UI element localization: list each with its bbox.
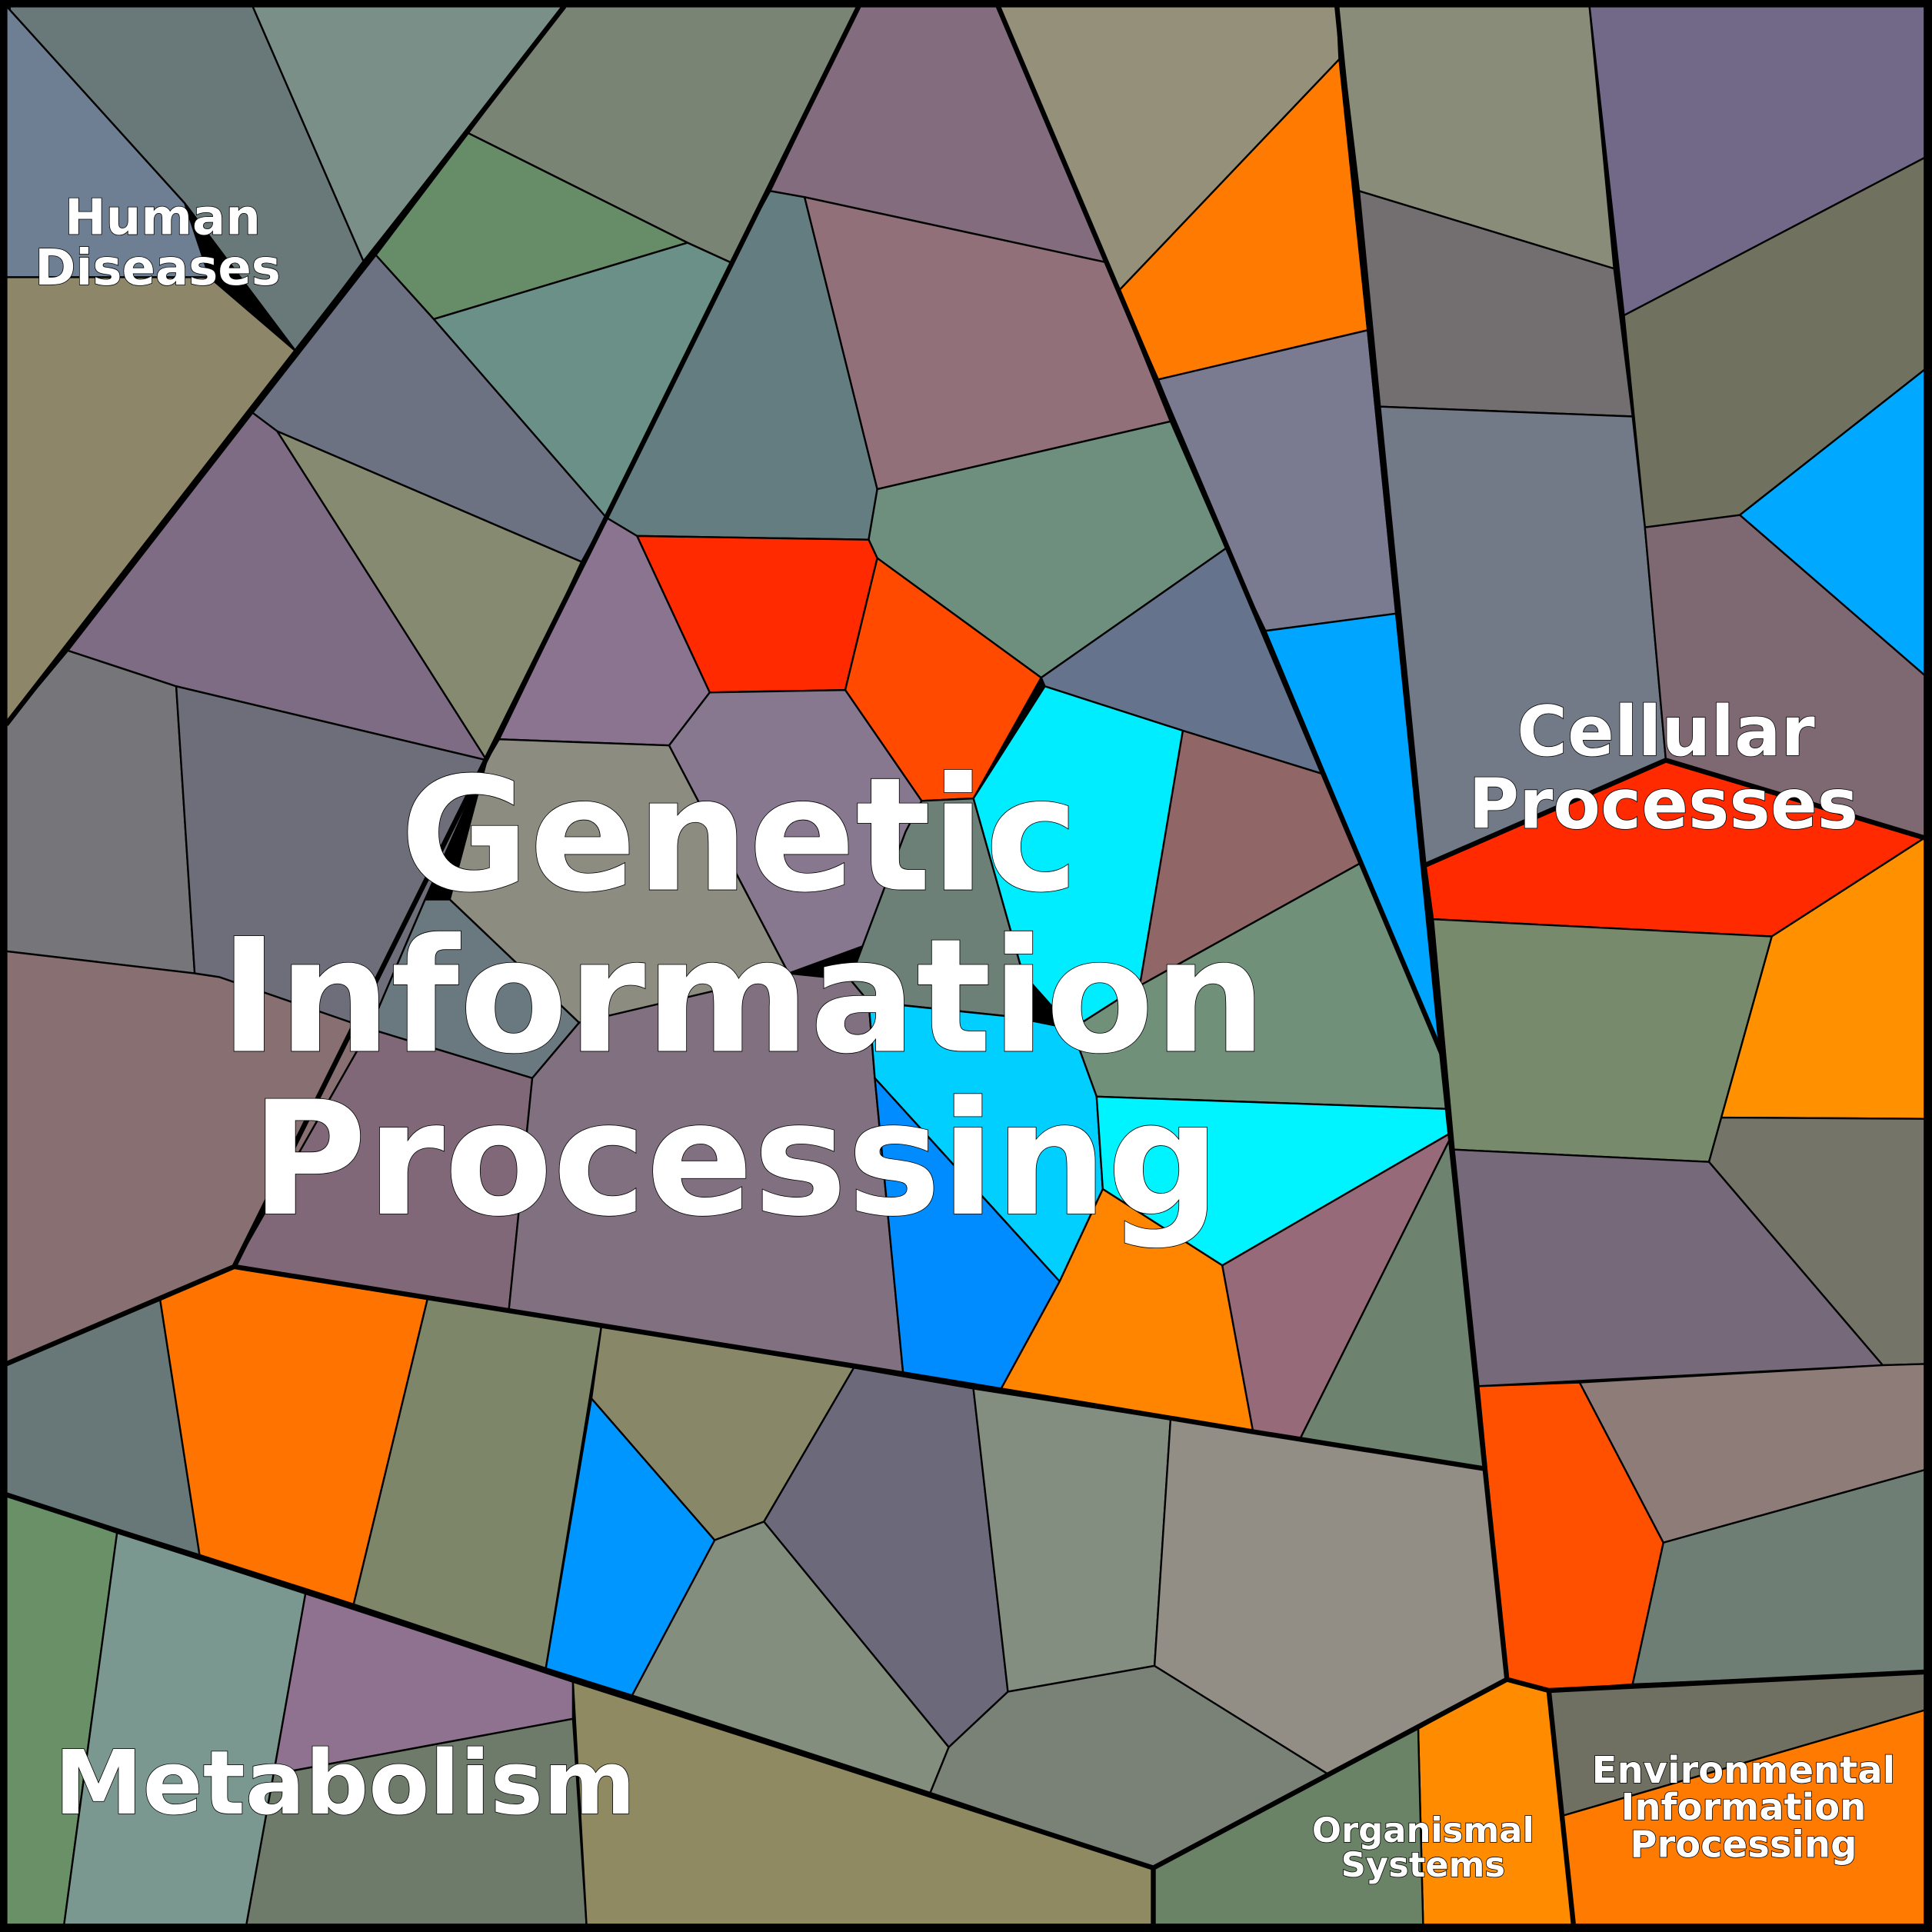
category-boundaries: [4, 5, 1926, 1925]
cells-group: [5, 5, 1926, 1926]
category-boundary-line: [1424, 758, 1926, 868]
protein-cell: [5, 649, 196, 974]
label-genetic-line3: Processing: [251, 1068, 1220, 1251]
category-boundary-line: [1546, 1690, 1576, 1925]
label-organismal-line1: Organismal: [1312, 1810, 1534, 1850]
label-genetic-line1: Genetic: [400, 744, 1078, 928]
category-boundary-line: [995, 5, 1444, 1054]
label-human-diseases-line2: Diseases: [35, 240, 281, 297]
category-boundary-line: [233, 1264, 1485, 1471]
category-boundary-line: [1334, 5, 1510, 1680]
label-metabolism: Metabolism: [55, 1732, 636, 1835]
label-cellular-line1: Cellular: [1517, 692, 1815, 772]
label-human-diseases-line1: Human: [65, 189, 261, 246]
protein-cell: [972, 1387, 1172, 1693]
category-boundary-line: [5, 5, 861, 1367]
label-organismal-line2: Systems: [1341, 1844, 1505, 1885]
label-environmental-line3: Processing: [1630, 1823, 1857, 1866]
category-boundary-line: [5, 1492, 1925, 1870]
label-environmental-line1: Environmental: [1592, 1749, 1895, 1792]
label-genetic-line2: Information: [220, 906, 1267, 1089]
category-boundary-line: [4, 5, 567, 726]
label-environmental-line2: Information: [1621, 1786, 1866, 1829]
label-cellular-line2: Processes: [1468, 765, 1858, 845]
